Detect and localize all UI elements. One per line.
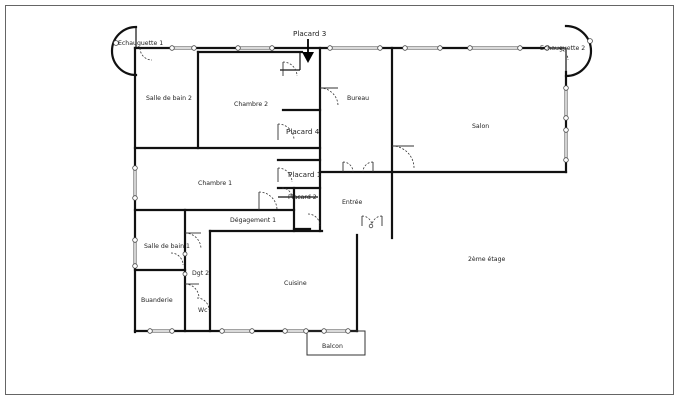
label-placard-1: Placard 1 bbox=[288, 170, 321, 179]
label-echauguette-1: Echauguette 1 bbox=[118, 40, 163, 47]
label-placard-4: Placard 4 bbox=[286, 127, 320, 136]
label-cuisine: Cuisine bbox=[284, 280, 307, 287]
windows bbox=[113, 38, 593, 334]
label-degagement-1: Dégagement 1 bbox=[230, 216, 276, 224]
page-frame bbox=[5, 5, 674, 395]
turret-echauguette-1 bbox=[110, 25, 138, 77]
label-wc: Wc bbox=[198, 307, 208, 314]
label-buanderie: Buanderie bbox=[141, 297, 173, 304]
arrow-down-icon bbox=[302, 39, 314, 63]
label-placard-3: Placard 3 bbox=[293, 29, 326, 38]
walls bbox=[133, 46, 568, 334]
label-chambre-1: Chambre 1 bbox=[198, 180, 232, 187]
label-salle-de-bain-2: Salle de bain 2 bbox=[146, 95, 192, 102]
label-balcon: Balcon bbox=[322, 343, 343, 350]
label-bureau: Bureau bbox=[347, 95, 369, 102]
label-dgt-2: Dgt 2 bbox=[192, 270, 209, 277]
label-salon: Salon bbox=[472, 123, 489, 130]
label-placard-2: Placard 2 bbox=[288, 194, 317, 201]
label-salle-de-bain-1: Salle de bain 1 bbox=[144, 243, 190, 250]
label-entree: Entrée bbox=[342, 198, 362, 206]
label-etage: 2ème étage bbox=[468, 255, 505, 263]
label-echauguette-2: Echauguette 2 bbox=[540, 45, 585, 52]
doors bbox=[139, 47, 569, 311]
label-chambre-2: Chambre 2 bbox=[234, 101, 268, 108]
